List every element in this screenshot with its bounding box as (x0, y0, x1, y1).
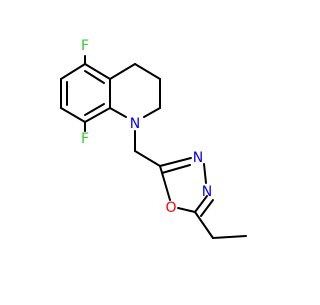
bond (177, 207, 196, 213)
oxygen-label-oxadiazole: O (165, 200, 176, 216)
bond (200, 199, 214, 217)
bond (84, 103, 105, 116)
nitrogen-label-oxadiazole-2: N (202, 184, 212, 200)
bond (84, 107, 111, 123)
nitrogen-label-oxadiazole-1: N (193, 150, 203, 166)
bond (143, 107, 161, 118)
nitrogen-label-ring: N (130, 116, 140, 132)
fluorine-label-top: F (81, 38, 89, 54)
bond (134, 63, 161, 80)
bond (109, 63, 136, 80)
bond (84, 63, 111, 80)
bond (84, 70, 105, 84)
bond (194, 211, 214, 239)
structure-diagram: F F N N N O (60, 38, 247, 239)
bond (212, 235, 247, 239)
bond (194, 195, 208, 213)
bond (161, 164, 191, 174)
bond (60, 63, 86, 80)
bond (134, 150, 161, 167)
fluorine-label-bottom: F (81, 131, 89, 147)
bond (159, 165, 171, 201)
bond (203, 163, 207, 184)
molecule-drawing: F F N N N O (60, 38, 247, 239)
bond (60, 107, 86, 123)
bond (109, 107, 127, 118)
bond (159, 157, 192, 167)
